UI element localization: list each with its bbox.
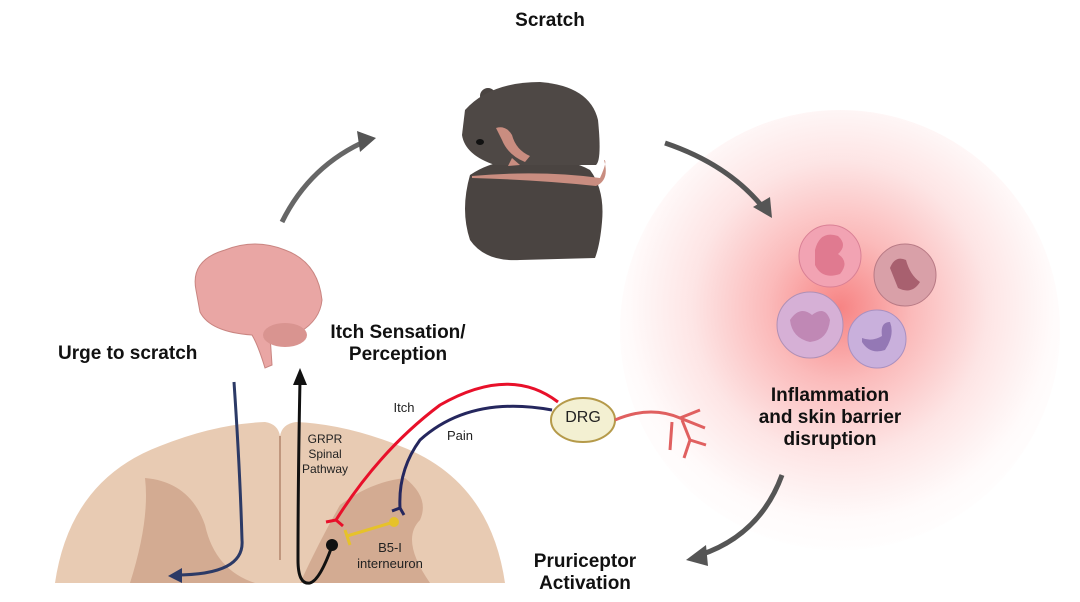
label-inflammation-line2: and skin barrier: [758, 407, 902, 428]
grpr-pathway: [293, 368, 338, 585]
cycle-arrow-inflammation-to-pruriceptor: [686, 474, 785, 566]
cycle-arrow-scratch-to-inflammation: [664, 140, 772, 218]
label-grpr-line3: Pathway: [301, 462, 349, 476]
label-interneuron: B5-I interneuron: [350, 540, 430, 572]
b5i-interneuron: [343, 517, 399, 546]
itch-fiber: [325, 382, 559, 528]
label-pruriceptor-line2: Activation: [539, 573, 631, 594]
label-interneuron-line2: interneuron: [357, 556, 423, 571]
label-pruriceptor: Pruriceptor Activation: [520, 551, 650, 595]
label-inflammation-line1: Inflammation: [770, 385, 890, 406]
spinal-cord-icon: [55, 422, 505, 583]
label-drg: DRG: [565, 409, 601, 426]
label-urge: Urge to scratch: [58, 343, 198, 364]
label-pruriceptor-line1: Pruriceptor: [533, 551, 637, 572]
label-inflammation: Inflammation and skin barrier disruption: [740, 385, 920, 451]
mouse-icon: [462, 82, 606, 261]
immune-cells-icon: [776, 224, 937, 369]
label-grpr: GRPR Spinal Pathway: [300, 432, 350, 477]
brain-icon: [194, 243, 323, 369]
label-itch-sensation-line1: Itch Sensation/: [330, 322, 466, 343]
label-itch-sensation: Itch Sensation/ Perception: [318, 322, 478, 366]
label-pain-fiber: Pain: [446, 428, 474, 443]
drg-neuron-icon: [550, 397, 707, 459]
label-grpr-line2: Spinal: [308, 447, 342, 461]
label-inflammation-line3: disruption: [783, 429, 877, 450]
urge-pathway: [168, 381, 244, 583]
label-interneuron-line1: B5-I: [378, 540, 402, 555]
label-itch-fiber: Itch: [393, 400, 415, 415]
cycle-arrow-brain-to-scratch: [279, 131, 376, 224]
label-scratch: Scratch: [515, 10, 585, 31]
label-grpr-line1: GRPR: [307, 432, 343, 446]
pain-fiber: [391, 404, 553, 516]
label-itch-sensation-line2: Perception: [348, 344, 448, 365]
